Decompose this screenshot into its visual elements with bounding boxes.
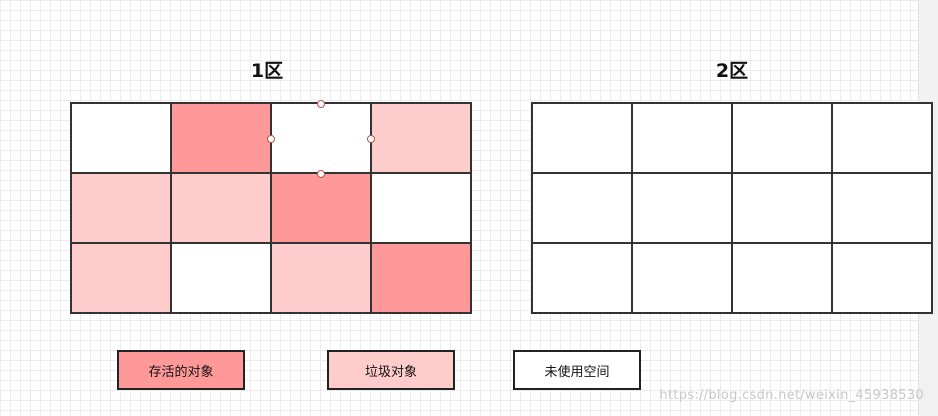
watermark: https://blog.csdn.net/weixin_45938530 — [659, 388, 924, 403]
zone-1-cell-alive — [272, 174, 372, 244]
selection-handle-right[interactable] — [367, 135, 375, 143]
zone-2-cell-empty — [833, 104, 933, 174]
zone-2-cell-empty — [533, 244, 633, 314]
zone-1-cell-garbage — [72, 244, 172, 314]
legend-unused-space: 未使用空间 — [513, 350, 641, 390]
zone-2-grid — [531, 102, 933, 314]
zone-2-cell-empty — [833, 174, 933, 244]
zone-2-cell-empty — [733, 104, 833, 174]
zone-2-cell-empty — [633, 104, 733, 174]
selection-handle-left[interactable] — [267, 135, 275, 143]
zone-2-cell-empty — [533, 104, 633, 174]
zone-2-cell-empty — [833, 244, 933, 314]
zone-1-cell-empty — [272, 104, 372, 174]
legend-empty-label: 未使用空间 — [544, 364, 610, 380]
zone-1-cell-empty — [372, 174, 472, 244]
legend-garbage-label: 垃圾对象 — [364, 364, 417, 380]
legend-alive-objects: 存活的对象 — [117, 350, 245, 390]
legend-alive-label: 存活的对象 — [148, 364, 214, 380]
zone-1-title: 1区 — [250, 60, 284, 82]
selection-handle-bottom[interactable] — [317, 170, 325, 178]
zone-1-cell-garbage — [372, 104, 472, 174]
zone-1-cell-empty — [172, 244, 272, 314]
zone-1-cell-alive — [172, 104, 272, 174]
zone-1-cell-empty — [72, 104, 172, 174]
zone-2-cell-empty — [733, 174, 833, 244]
zone-1-grid — [70, 102, 472, 314]
zone-2-cell-empty — [633, 174, 733, 244]
zone-2-title: 2区 — [715, 60, 749, 82]
zone-1-cell-garbage — [272, 244, 372, 314]
zone-2-cell-empty — [733, 244, 833, 314]
zone-1-cell-garbage — [72, 174, 172, 244]
zone-2-cell-empty — [533, 174, 633, 244]
zone-1-cell-garbage — [172, 174, 272, 244]
zone-2-cell-empty — [633, 244, 733, 314]
legend-garbage-objects: 垃圾对象 — [327, 350, 455, 390]
selection-handle-top[interactable] — [317, 100, 325, 108]
zone-1-cell-alive — [372, 244, 472, 314]
